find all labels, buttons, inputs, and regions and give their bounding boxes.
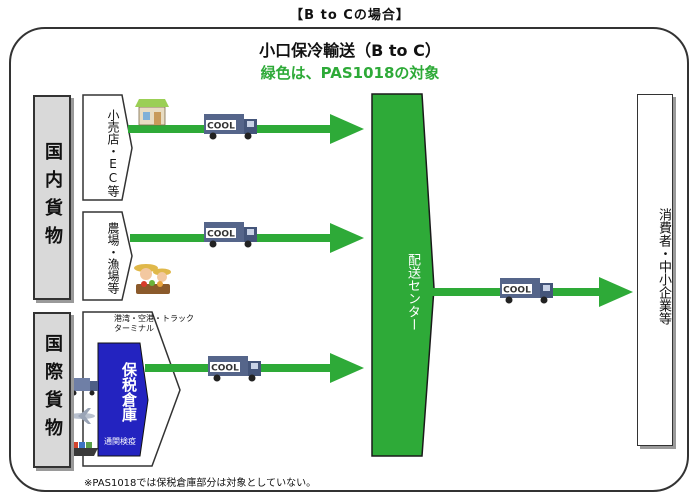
svg-text:COOL: COOL	[207, 230, 235, 240]
distribution-center-label: 配送センター	[405, 253, 420, 331]
svg-text:COOL: COOL	[207, 122, 235, 132]
distribution-center-shape	[371, 93, 435, 457]
cool-truck-icon: COOL	[208, 356, 261, 382]
cool-truck-icon: COOL	[204, 114, 257, 140]
customs-quarantine-label: 通関検疫	[104, 437, 136, 446]
bonded-warehouse-shape	[97, 342, 149, 457]
international-source-label: 港湾・空港・トラックターミナル	[114, 314, 194, 333]
retail-source-label: 小売店・EC等	[106, 109, 120, 197]
bonded-warehouse-label: 保税倉庫	[120, 362, 138, 422]
farm-source-label: 農場・漁場等	[106, 222, 120, 294]
outer-frame	[9, 27, 689, 492]
destination-box	[637, 94, 673, 446]
ship-icon	[66, 442, 98, 456]
category-domestic-cargo: 国内貨物	[33, 95, 71, 300]
cool-truck-icon: COOL	[204, 222, 257, 248]
farmer-icon	[134, 264, 171, 294]
store-icon	[135, 99, 169, 126]
retail-source-box	[82, 94, 133, 201]
svg-text:COOL: COOL	[211, 364, 239, 374]
farm-source-box	[82, 211, 133, 301]
main-title: 小口保冷輸送（B to C）	[259, 41, 441, 60]
subtitle-legend: 緑色は、PAS1018の対象	[260, 64, 440, 82]
cool-truck-icon: COOL	[500, 278, 553, 304]
destination-label: 消費者・中小企業等	[656, 208, 671, 325]
svg-text:COOL: COOL	[503, 286, 531, 296]
category-international-cargo: 国際貨物	[33, 312, 71, 468]
footnote: ※PAS1018では保税倉庫部分は対象としていない。	[84, 478, 317, 489]
airplane-icon	[69, 408, 95, 424]
top-title: 【B to Cの場合】	[290, 8, 410, 23]
truck-icon	[68, 378, 98, 396]
